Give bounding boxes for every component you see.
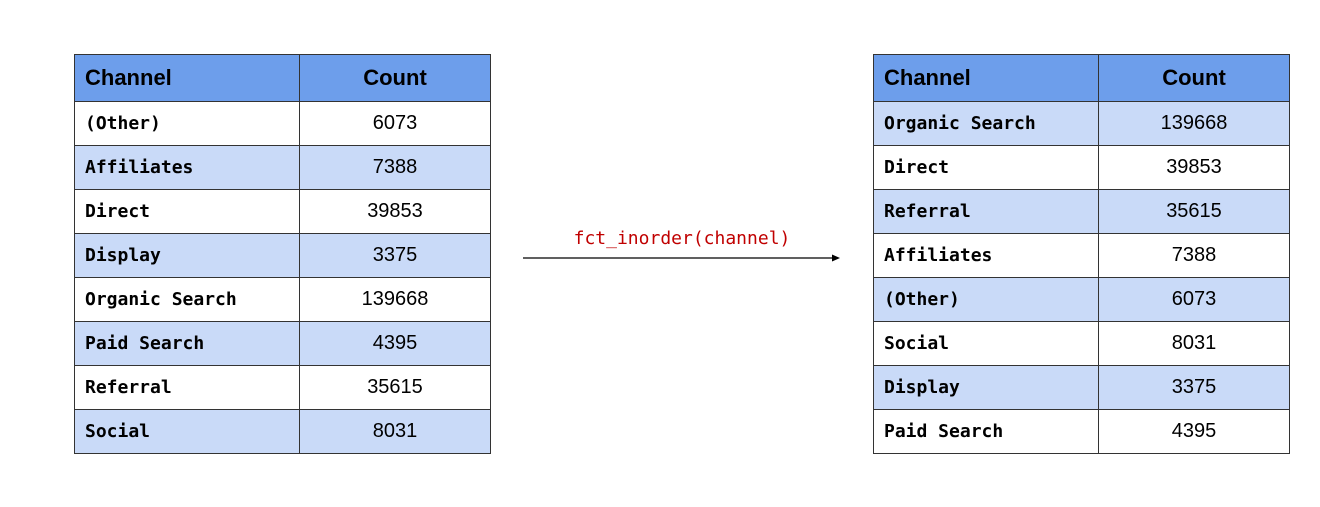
count-cell: 6073 xyxy=(299,101,491,146)
count-column-header: Count xyxy=(299,54,491,102)
transform-label: fct_inorder(channel) xyxy=(573,228,791,249)
count-cell: 4395 xyxy=(1098,409,1290,454)
count-cell: 35615 xyxy=(299,365,491,410)
table-row: Affiliates 7388 xyxy=(74,145,491,190)
channel-cell: (Other) xyxy=(873,277,1099,322)
count-cell: 139668 xyxy=(299,277,491,322)
count-cell: 39853 xyxy=(299,189,491,234)
table-row: Direct 39853 xyxy=(873,145,1290,190)
count-column-header: Count xyxy=(1098,54,1290,102)
count-cell: 139668 xyxy=(1098,101,1290,146)
count-cell: 3375 xyxy=(1098,365,1290,410)
count-cell: 8031 xyxy=(1098,321,1290,366)
channel-cell: Social xyxy=(873,321,1099,366)
channel-cell: Direct xyxy=(74,189,300,234)
table-header-row: Channel Count xyxy=(873,54,1290,102)
table-row: Social 8031 xyxy=(74,409,491,454)
count-cell: 4395 xyxy=(299,321,491,366)
count-cell: 39853 xyxy=(1098,145,1290,190)
channel-cell: Paid Search xyxy=(74,321,300,366)
table-row: Direct 39853 xyxy=(74,189,491,234)
table-row: Display 3375 xyxy=(74,233,491,278)
table-row: Paid Search 4395 xyxy=(74,321,491,366)
count-cell: 35615 xyxy=(1098,189,1290,234)
table-row: Organic Search 139668 xyxy=(74,277,491,322)
count-cell: 7388 xyxy=(299,145,491,190)
channel-cell: Referral xyxy=(873,189,1099,234)
channel-cell: Direct xyxy=(873,145,1099,190)
right-arrow-icon xyxy=(523,254,840,262)
channel-cell: Affiliates xyxy=(74,145,300,190)
reordered-table: Channel Count Organic Search 139668 Dire… xyxy=(873,54,1290,454)
table-row: Affiliates 7388 xyxy=(873,233,1290,278)
channel-cell: Affiliates xyxy=(873,233,1099,278)
table-header-row: Channel Count xyxy=(74,54,491,102)
table-row: Display 3375 xyxy=(873,365,1290,410)
table-row: Social 8031 xyxy=(873,321,1290,366)
count-cell: 6073 xyxy=(1098,277,1290,322)
count-cell: 8031 xyxy=(299,409,491,454)
count-cell: 7388 xyxy=(1098,233,1290,278)
channel-cell: Display xyxy=(74,233,300,278)
channel-cell: Organic Search xyxy=(873,101,1099,146)
table-row: Referral 35615 xyxy=(873,189,1290,234)
channel-cell: Referral xyxy=(74,365,300,410)
channel-column-header: Channel xyxy=(74,54,300,102)
table-row: Referral 35615 xyxy=(74,365,491,410)
table-row: Paid Search 4395 xyxy=(873,409,1290,454)
table-row: (Other) 6073 xyxy=(873,277,1290,322)
channel-cell: Organic Search xyxy=(74,277,300,322)
channel-column-header: Channel xyxy=(873,54,1099,102)
table-row: (Other) 6073 xyxy=(74,101,491,146)
channel-cell: Display xyxy=(873,365,1099,410)
transform-arrow: fct_inorder(channel) xyxy=(522,224,842,268)
original-table: Channel Count (Other) 6073 Affiliates 73… xyxy=(74,54,491,454)
channel-cell: (Other) xyxy=(74,101,300,146)
channel-cell: Paid Search xyxy=(873,409,1099,454)
count-cell: 3375 xyxy=(299,233,491,278)
channel-cell: Social xyxy=(74,409,300,454)
table-row: Organic Search 139668 xyxy=(873,101,1290,146)
